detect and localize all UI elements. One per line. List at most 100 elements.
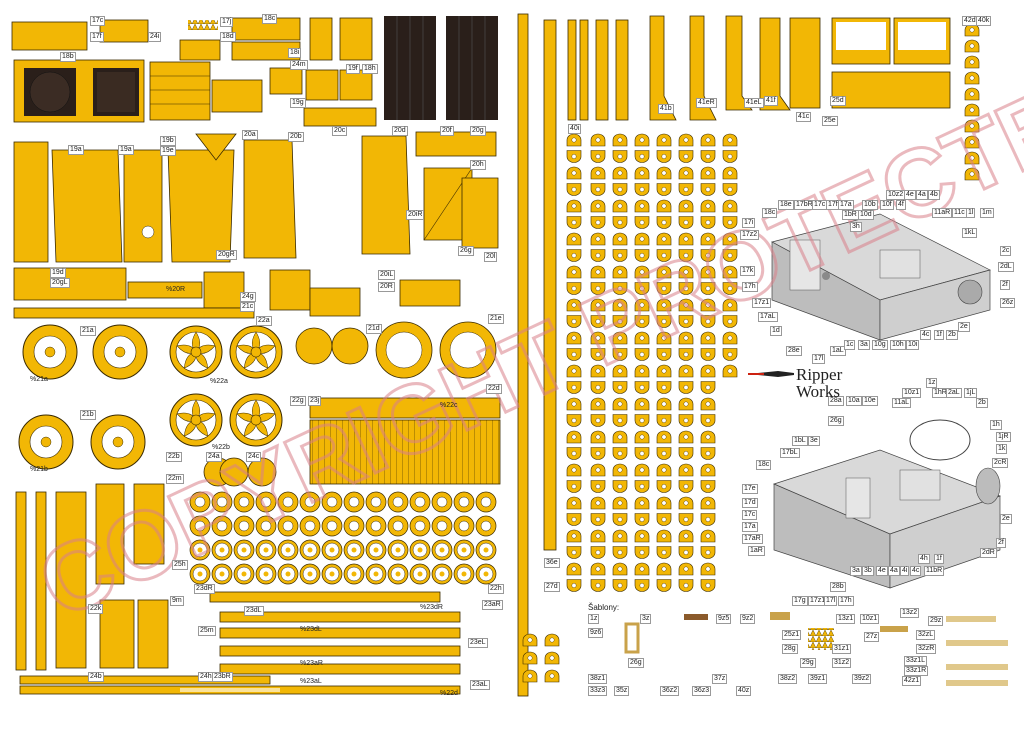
track-link-part — [700, 463, 716, 477]
track-link-part — [634, 216, 650, 229]
track-link-part — [612, 430, 628, 444]
brand-logo: Ripper Works — [748, 366, 858, 406]
part-label-1f-bottom: 1f — [934, 554, 944, 564]
part-label-23dL: 23dL — [244, 606, 264, 616]
track-link-part — [634, 183, 650, 196]
tpl-9z6: 9z6 — [588, 628, 604, 638]
track-link-part — [700, 447, 716, 460]
track-disc-part — [409, 515, 431, 537]
part-label-1bR: 1bR — [842, 210, 859, 220]
track-link-part — [678, 480, 694, 493]
part-label-4e: 4e — [904, 190, 916, 200]
track-link-part — [566, 447, 582, 460]
part-label-19f: 19f — [346, 64, 360, 74]
track-link-part — [656, 414, 672, 427]
track-disc-part — [431, 539, 453, 561]
track-link-part — [656, 166, 672, 180]
part-label-2f: 2f — [1000, 280, 1010, 290]
part-label-17z2: 17z2 — [740, 230, 760, 240]
track-link-part — [634, 430, 650, 444]
track-link-part — [678, 529, 694, 543]
track-link-part — [678, 166, 694, 180]
templates-heading: Šablony: — [588, 603, 620, 612]
part-label-17aR: 17aR — [742, 534, 763, 544]
part-label-1aR: 1aR — [748, 546, 765, 556]
part-label-20f: 20f — [440, 126, 454, 136]
track-disc-part — [343, 539, 365, 561]
track-link-part — [566, 199, 582, 213]
track-link-part — [722, 133, 738, 147]
part-label-19g: 19g — [290, 98, 306, 108]
part-label-2aL: 2aL — [946, 388, 962, 398]
track-link-part — [700, 166, 716, 180]
part-label-11c: 11c — [952, 208, 967, 218]
tpl-27z: 27z — [864, 632, 880, 642]
part-label-10a: 10a — [846, 396, 862, 406]
track-link-part — [700, 381, 716, 394]
part-label-17a-bottom: 17a — [742, 522, 758, 532]
track-link-part — [678, 447, 694, 460]
part-label-24b: 24b — [88, 672, 104, 682]
part-label-2dL: 2dL — [998, 262, 1014, 272]
part-label-3e: 3e — [808, 436, 820, 446]
part-label-11aR: 11aR — [932, 208, 953, 218]
part-label-41b: 41b — [658, 104, 674, 114]
part-label-10e: 10e — [862, 396, 878, 406]
tpl-3z: 3z — [640, 614, 652, 624]
tpl-13z2: 13z2 — [900, 608, 920, 618]
part-text-21a: %21a — [30, 376, 48, 383]
templates-area — [624, 612, 1008, 686]
track-link-part — [566, 463, 582, 477]
track-disc-part — [255, 563, 277, 585]
track-link-part — [590, 430, 606, 444]
part-label-19a: 19a — [68, 145, 84, 155]
track-link-part — [678, 430, 694, 444]
part-label-4h: 4h — [918, 554, 930, 564]
track-link-part — [612, 166, 628, 180]
part-label-25h: 25h — [172, 560, 188, 570]
tpl-32zR: 32zR — [916, 644, 937, 654]
track-link-part — [700, 562, 716, 576]
track-disc-part — [431, 563, 453, 585]
part-label-17aL: 17aL — [758, 312, 778, 322]
part-label-23aR: 23aR — [482, 600, 503, 610]
part-label-27d: 27d — [544, 582, 560, 592]
track-link-part — [612, 216, 628, 229]
track-link-part — [700, 546, 716, 559]
part-label-10f: 10f — [880, 200, 894, 210]
track-link-part — [656, 183, 672, 196]
track-link-part — [722, 331, 738, 345]
part-label-17k: 17k — [740, 266, 756, 276]
track-disc-part — [453, 539, 475, 561]
track-link-part — [566, 183, 582, 196]
part-label-17i: 17i — [742, 218, 756, 228]
track-link-part — [612, 232, 628, 246]
track-link-part — [634, 381, 650, 394]
part-label-25e: 25e — [822, 116, 838, 126]
part-label-20l: 20l — [484, 252, 498, 262]
part-label-3a: 3a — [858, 340, 870, 350]
part-label-17l-bottom: 17l — [824, 596, 838, 606]
part-label-3b: 3b — [862, 566, 874, 576]
part-label-41f: 41f — [764, 96, 778, 106]
part-label-9m: 9m — [170, 596, 184, 606]
track-link-part — [634, 546, 650, 559]
part-label-18c-bottom: 18c — [756, 460, 772, 470]
track-link-part — [590, 232, 606, 246]
part-label-20g: 20g — [470, 126, 486, 136]
track-link-part — [612, 529, 628, 543]
track-link-part — [612, 480, 628, 493]
track-link-part — [612, 414, 628, 427]
track-link-part — [678, 496, 694, 510]
part-label-4f: 4f — [896, 200, 906, 210]
track-link-part — [590, 150, 606, 163]
track-link-part — [634, 480, 650, 493]
part-label-17c-diag: 17c — [812, 200, 828, 210]
track-link-part — [656, 447, 672, 460]
part-label-10g: 10g — [872, 340, 888, 350]
part-label-21d: 21d — [366, 324, 382, 334]
part-label-17a: 17a — [838, 200, 854, 210]
part-label-10i: 10i — [906, 340, 920, 350]
track-link-part — [590, 183, 606, 196]
